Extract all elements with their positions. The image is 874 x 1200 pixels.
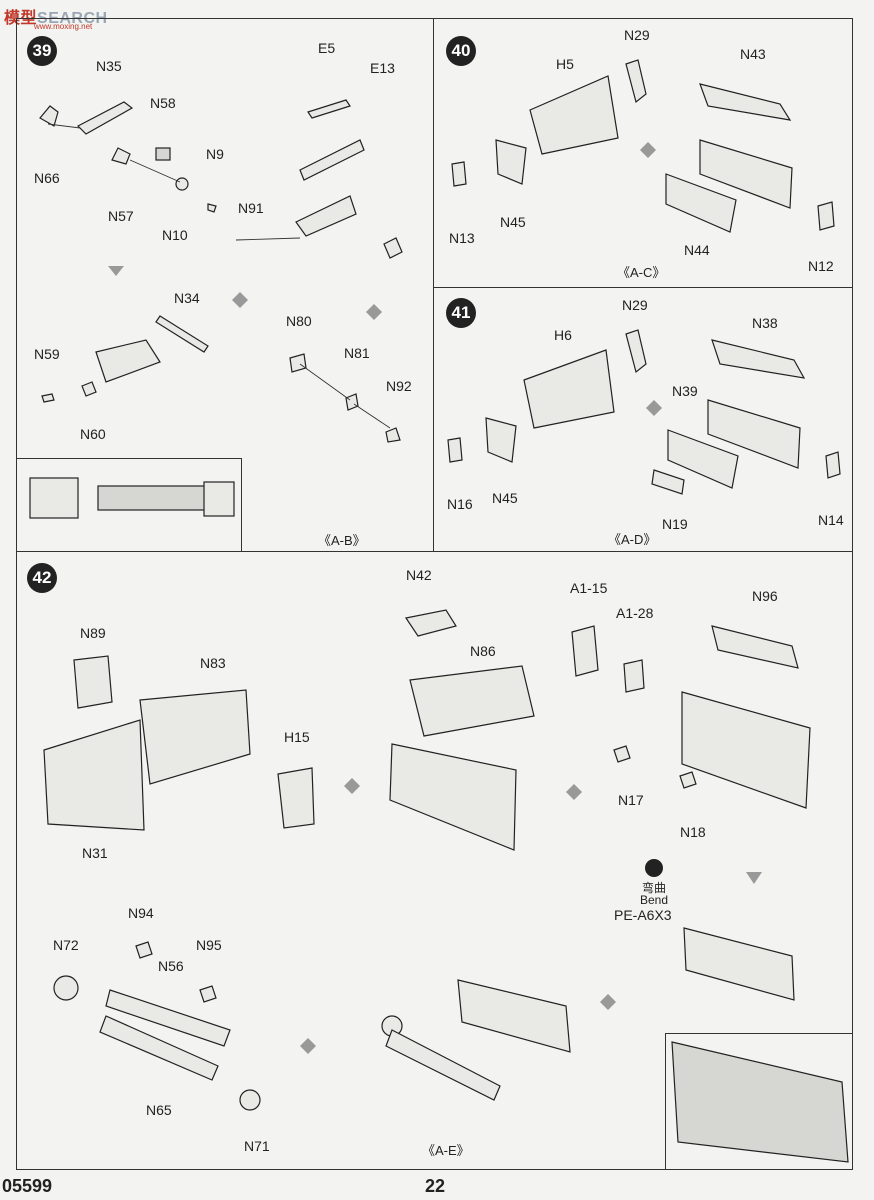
label-n31: N31 [82, 845, 108, 861]
label-n95: N95 [196, 937, 222, 953]
inset-a-b-drawing [29, 477, 235, 519]
label-n83: N83 [200, 655, 226, 671]
label-e13: E13 [370, 60, 395, 76]
step-number-42: 42 [27, 563, 57, 593]
label-n45: N45 [500, 214, 526, 230]
subassembly-a-c: 《A-C》 [617, 265, 666, 280]
label-n81: N81 [344, 345, 370, 361]
label-n80: N80 [286, 313, 312, 329]
label-n10: N10 [162, 227, 188, 243]
label-n45-b: N45 [492, 490, 518, 506]
label-n34: N34 [174, 290, 200, 306]
step-42-panel [16, 551, 853, 1170]
label-n12: N12 [808, 258, 834, 274]
label-n9: N9 [206, 146, 224, 162]
label-n16: N16 [447, 496, 473, 512]
subassembly-a-d: 《A-D》 [608, 532, 657, 547]
label-n91: N91 [238, 200, 264, 216]
step-number-39: 39 [27, 36, 57, 66]
bend-label-cn: 弯曲 [642, 881, 667, 895]
step-41-drawing [447, 329, 841, 495]
label-n43: N43 [740, 46, 766, 62]
bend-label-en: Bend [640, 893, 669, 907]
label-n56: N56 [158, 958, 184, 974]
detail-inset-a-e [665, 1033, 853, 1170]
label-n71: N71 [244, 1138, 270, 1154]
step-number-41: 41 [446, 298, 476, 328]
label-n42: N42 [406, 567, 432, 583]
label-h6: H6 [554, 327, 572, 343]
label-n44: N44 [684, 242, 710, 258]
page-number: 22 [425, 1176, 446, 1196]
label-n60: N60 [80, 426, 106, 442]
label-n96: N96 [752, 588, 778, 604]
step-number-40: 40 [446, 36, 476, 66]
label-n92: N92 [386, 378, 412, 394]
label-n86: N86 [470, 643, 496, 659]
subassembly-a-b: 《A-B》 [318, 533, 366, 548]
label-n18: N18 [680, 824, 706, 840]
label-n89: N89 [80, 625, 106, 641]
label-h15: H15 [284, 729, 310, 745]
label-n57: N57 [108, 208, 134, 224]
label-n35: N35 [96, 58, 122, 74]
label-n94: N94 [128, 905, 154, 921]
label-n39: N39 [672, 383, 698, 399]
subassembly-a-e: 《A-E》 [422, 1143, 470, 1158]
label-n38: N38 [752, 315, 778, 331]
label-n14: N14 [818, 512, 844, 528]
label-n65: N65 [146, 1102, 172, 1118]
label-n19: N19 [662, 516, 688, 532]
label-n29: N29 [624, 27, 650, 43]
step-40-drawing [451, 59, 835, 233]
product-code: 05599 [2, 1176, 53, 1196]
step-42-drawing [43, 609, 849, 1163]
label-n29-b: N29 [622, 297, 648, 313]
step-39-drawing [39, 99, 403, 443]
label-pe-a6x3: PE-A6X3 [614, 907, 672, 923]
label-a1-15: A1-15 [570, 580, 608, 596]
label-h5: H5 [556, 56, 574, 72]
label-n13: N13 [449, 230, 475, 246]
label-n66: N66 [34, 170, 60, 186]
watermark-url: www.moxing.net [34, 22, 93, 31]
label-n72: N72 [53, 937, 79, 953]
label-e5: E5 [318, 40, 336, 56]
label-n59: N59 [34, 346, 60, 362]
label-n58: N58 [150, 95, 176, 111]
label-n17: N17 [618, 792, 644, 808]
label-a1-28: A1-28 [616, 605, 654, 621]
